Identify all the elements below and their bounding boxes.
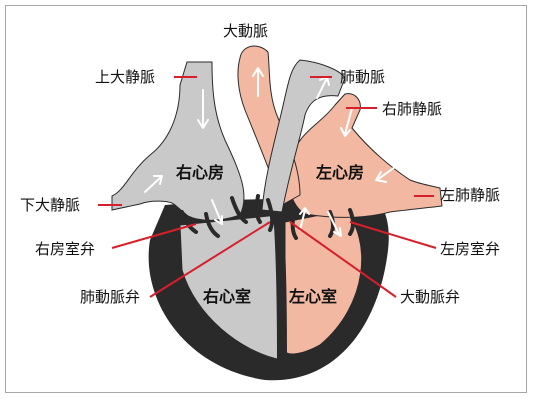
left-atrium-label: 左心房 bbox=[316, 164, 364, 182]
pulmonary-valve-label: 肺動脈弁 bbox=[80, 288, 140, 306]
septum bbox=[278, 212, 282, 362]
left-pulmonary-vein-label: 左肺静脈 bbox=[440, 186, 500, 204]
mitral-valve-label: 左房室弁 bbox=[440, 240, 500, 258]
pulmonary-artery-label: 肺動脈 bbox=[340, 68, 385, 86]
left-ventricle-label: 左心室 bbox=[289, 288, 337, 306]
inferior-vena-cava-label: 下大静脈 bbox=[20, 196, 80, 214]
tricuspid-valve-label: 右房室弁 bbox=[35, 240, 95, 258]
superior-vena-cava-label: 上大静脈 bbox=[95, 68, 155, 86]
right-pulmonary-vein-label: 右肺静脈 bbox=[382, 100, 442, 118]
aorta-label: 大動脈 bbox=[223, 22, 268, 40]
aortic-valve-label: 大動脈弁 bbox=[400, 288, 460, 306]
right-ventricle-label: 右心室 bbox=[203, 288, 251, 306]
right-atrium-label: 右心房 bbox=[176, 164, 224, 182]
